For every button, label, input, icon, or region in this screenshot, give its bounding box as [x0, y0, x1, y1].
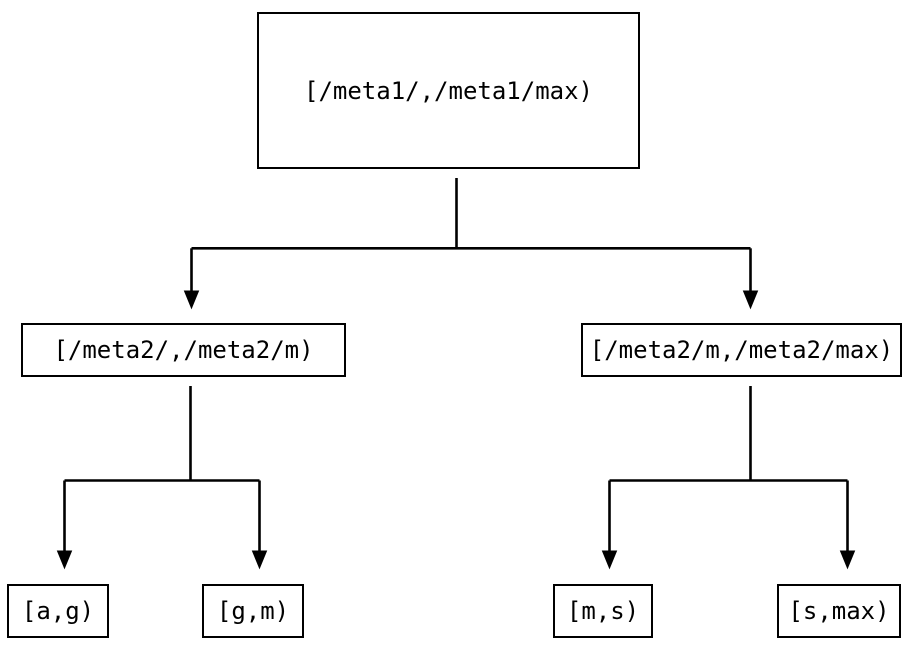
tree-node-leaf-gm: [g,m)	[202, 584, 304, 638]
tree-node-leaf-ms-label: [m,s)	[566, 597, 640, 625]
tree-node-leaf-gm-label: [g,m)	[216, 597, 290, 625]
tree-node-leaf-ms: [m,s)	[553, 584, 653, 638]
arrowhead-down-icon	[839, 550, 856, 570]
tree-node-root: [/meta1/,/meta1/max)	[257, 12, 640, 169]
tree-node-meta2-left: [/meta2/,/meta2/m)	[21, 323, 346, 377]
tree-node-root-label: [/meta1/,/meta1/max)	[304, 76, 593, 105]
arrowhead-down-icon	[742, 290, 759, 310]
tree-node-leaf-ag: [a,g)	[7, 584, 109, 638]
tree-node-meta2-right: [/meta2/m,/meta2/max)	[581, 323, 902, 377]
tree-node-meta2-right-label: [/meta2/m,/meta2/max)	[589, 336, 894, 364]
edge-root-to-level2	[183, 178, 759, 310]
edge-right-node-to-leaves	[601, 386, 856, 570]
arrowhead-down-icon	[601, 550, 618, 570]
arrowhead-down-icon	[251, 550, 268, 570]
tree-node-meta2-left-label: [/meta2/,/meta2/m)	[53, 336, 314, 364]
edge-left-node-to-leaves	[56, 386, 268, 570]
tree-node-leaf-ag-label: [a,g)	[21, 597, 95, 625]
arrowhead-down-icon	[183, 290, 200, 310]
tree-node-leaf-smax: [s,max)	[777, 584, 901, 638]
tree-node-leaf-smax-label: [s,max)	[788, 597, 890, 625]
arrowhead-down-icon	[56, 550, 73, 570]
